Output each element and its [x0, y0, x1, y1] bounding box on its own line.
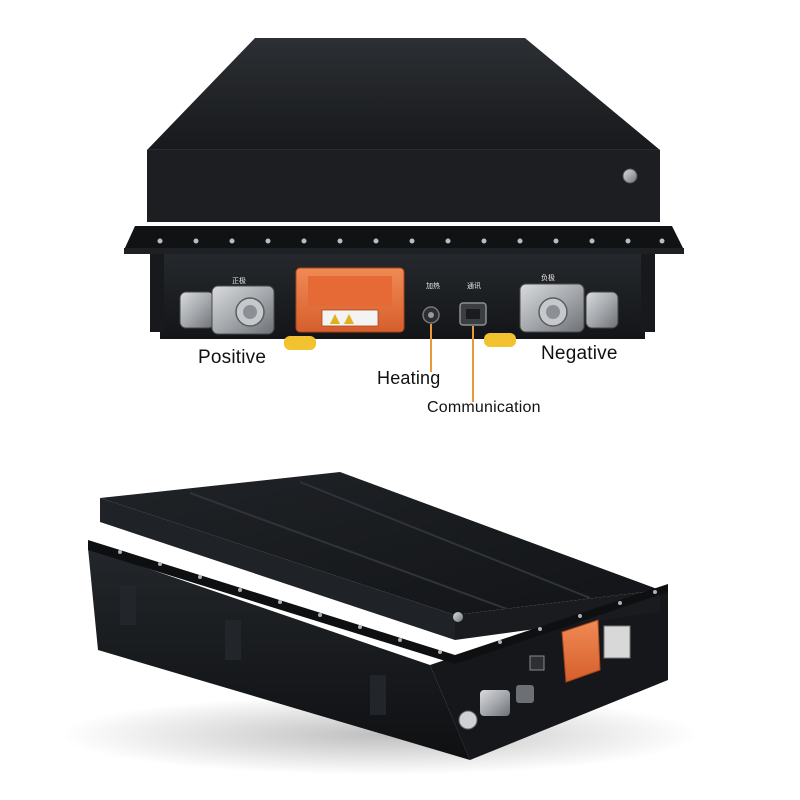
lid-front-face: [147, 150, 660, 222]
communication-port-marking: 通讯: [467, 282, 481, 290]
battery-top-view: [124, 38, 684, 402]
negative-connector: [519, 283, 619, 333]
positive-port-marking: 正极: [232, 277, 246, 285]
top-lid: [147, 38, 660, 150]
perspective-flange-bolts: [118, 550, 657, 654]
flange-rim: [124, 226, 684, 250]
orange-connector: [295, 267, 405, 333]
heating-label: Heating: [377, 368, 441, 388]
perspective-orange-connector: [561, 619, 631, 683]
perspective-connectors: [458, 655, 545, 730]
negative-port-marking: 负极: [541, 274, 555, 282]
positive-connector: [179, 285, 275, 335]
heating-port: [422, 306, 440, 324]
lid-bolt: [622, 168, 638, 184]
heating-port-marking: 加热: [426, 282, 440, 290]
battery-perspective-view: [60, 472, 700, 775]
flange-bolts: [157, 238, 665, 244]
positive-label: Positive: [198, 347, 267, 368]
communication-label: Communication: [427, 399, 541, 416]
yellow-plug-right: [484, 333, 516, 347]
yellow-plug-left: [284, 336, 316, 350]
flange: [88, 540, 668, 664]
communication-port: [459, 302, 487, 326]
lid-top: [100, 472, 660, 615]
negative-label: Negative: [541, 343, 618, 364]
